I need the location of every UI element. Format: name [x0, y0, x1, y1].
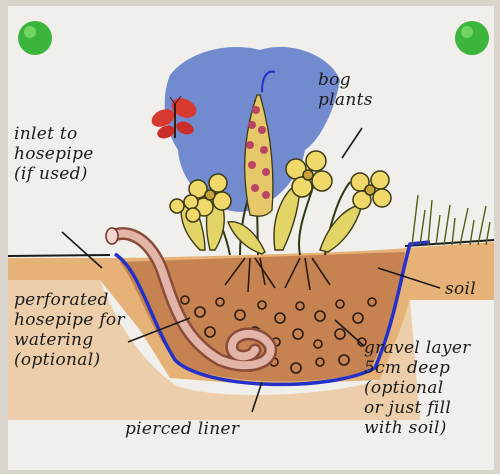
label-bog-plants: bog plants: [318, 70, 428, 110]
hosepipe-inlet: [106, 228, 118, 244]
label-inlet: inlet to hosepipe (if used): [14, 124, 174, 184]
label-soil: soil: [445, 279, 500, 299]
label-gravel-layer: gravel layer 5cm deep (optional or just …: [364, 338, 500, 438]
pushpin-icon: [18, 21, 52, 55]
label-pierced-liner: pierced liner: [125, 419, 285, 439]
label-perforated-hosepipe: perforated hosepipe for watering (option…: [14, 290, 174, 370]
pushpin-icon: [455, 21, 489, 55]
